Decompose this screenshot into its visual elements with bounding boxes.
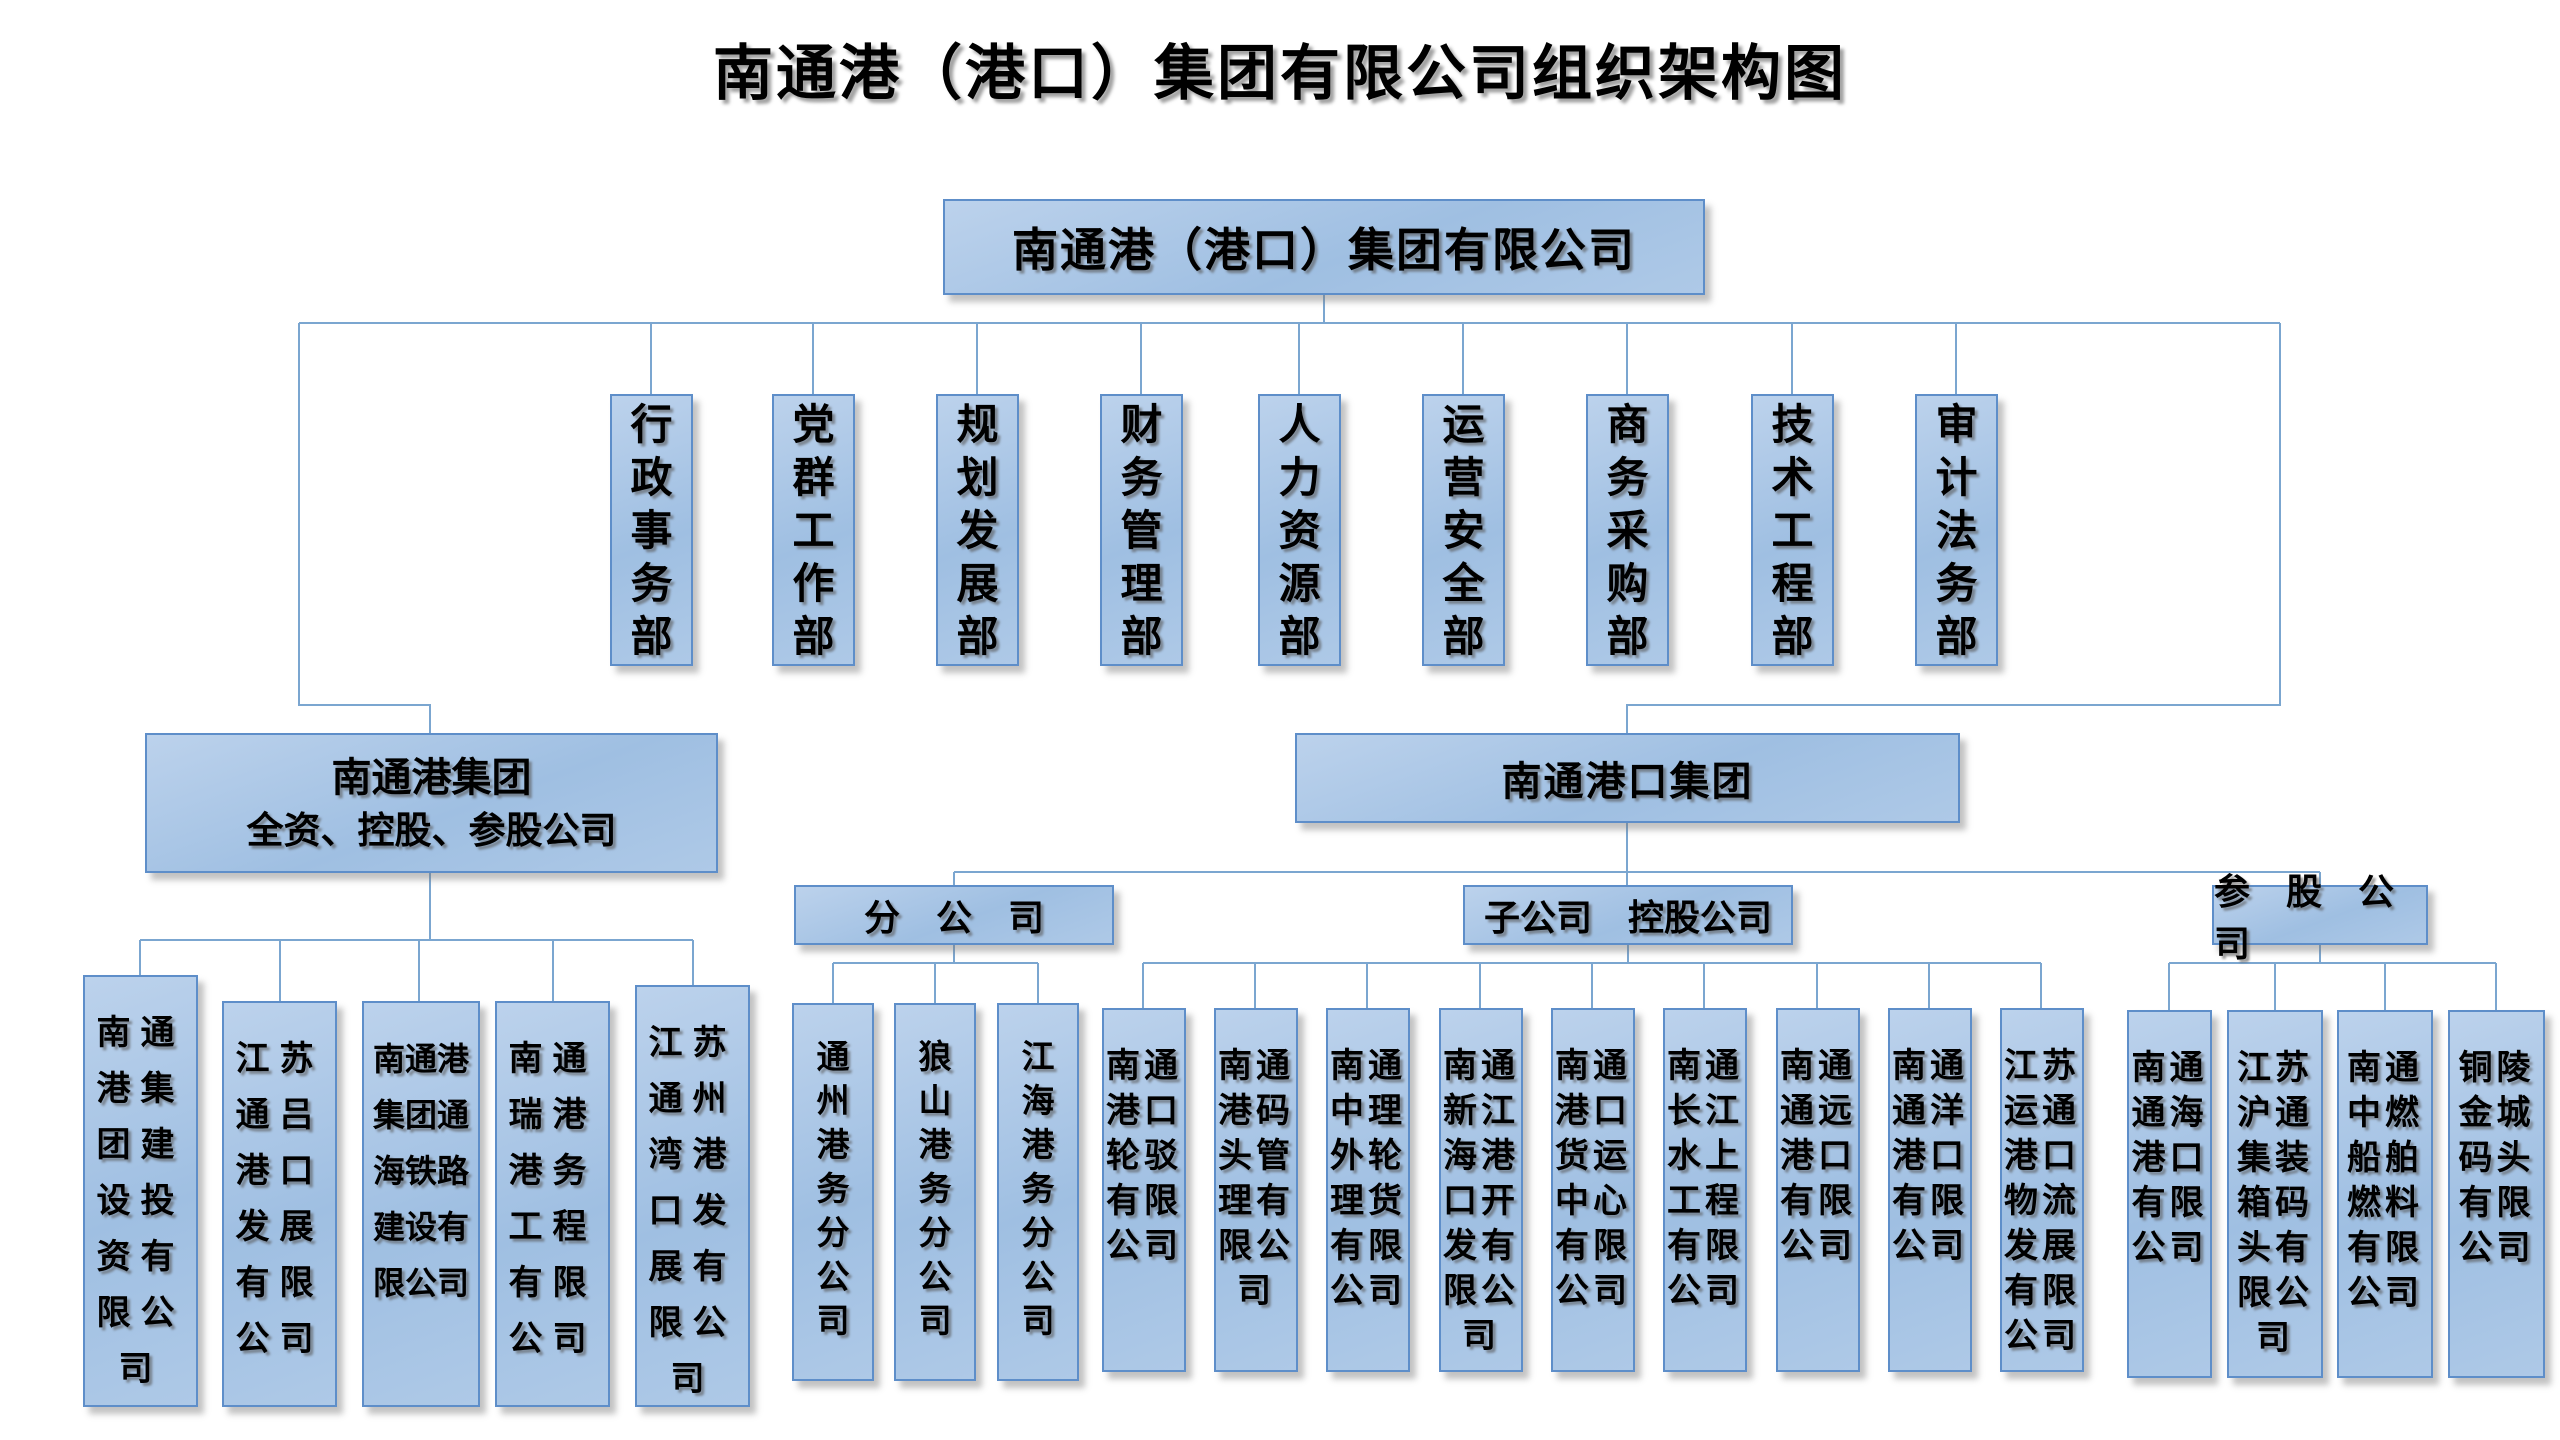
connector-invested-companies [2168, 945, 2497, 1010]
node-company: 南通 长江 水上 工程 有限 公司 [1663, 1008, 1747, 1372]
node-company: 江苏 沪通 集装 箱码 头有 限公 司 [2227, 1010, 2323, 1378]
node-right-group: 南通港口集团 [1295, 733, 1960, 823]
node-company: 南通 通海 港口 有限 公司 [2127, 1010, 2212, 1378]
node-category-subsidiaries: 子公司 控股公司 [1463, 885, 1793, 945]
node-department: 审 计 法 务 部 [1915, 394, 1998, 666]
node-company: 南通 港集 团建 设投 资有 限公 司 [83, 975, 198, 1407]
node-left-group: 南通港集团 全资、控股、参股公司 [145, 733, 718, 873]
connector-subsidiary-companies [1142, 945, 2042, 1008]
node-department: 行 政 事 务 部 [610, 394, 693, 666]
node-category-invested: 参 股 公 司 [2212, 872, 2431, 965]
node-company: 江苏 运通 港口 物流 发展 有限 公司 [2000, 1008, 2084, 1372]
connector-left-group [139, 873, 694, 1001]
node-department: 人 力 资 源 部 [1258, 394, 1341, 666]
node-company: 江 海 港 务 分 公 司 [997, 1003, 1079, 1381]
node-company: 南通 通远 港口 有限 公司 [1776, 1008, 1860, 1372]
node-company: 南通 新江 海港 口开 发有 限公 司 [1439, 1008, 1523, 1372]
node-company: 南通 港口 轮驳 有限 公司 [1102, 1008, 1186, 1372]
node-department: 财 务 管 理 部 [1100, 394, 1183, 666]
node-company: 南通 通洋 港口 有限 公司 [1888, 1008, 1972, 1372]
node-company: 通 州 港 务 分 公 司 [792, 1003, 874, 1381]
left-group-subtitle: 全资、控股、参股公司 [246, 809, 617, 852]
node-company: 南通 港码 头管 理有 限公 司 [1214, 1008, 1298, 1372]
connector-departments [298, 295, 2281, 733]
node-company: 铜陵 金城 码头 有限 公司 [2448, 1010, 2545, 1378]
node-company: 南通港 集团通 海铁路 建设有 限公司 [362, 1001, 480, 1407]
node-company: 狼 山 港 务 分 公 司 [894, 1003, 976, 1381]
node-department: 运 营 安 全 部 [1422, 394, 1505, 666]
page-title: 南通港（港口）集团有限公司组织架构图 [713, 39, 1847, 109]
node-department: 商 务 采 购 部 [1586, 394, 1669, 666]
node-company: 南通 中燃 船舶 燃料 有限 公司 [2337, 1010, 2433, 1378]
node-company: 江苏 通吕 港口 发展 有限 公司 [222, 1001, 337, 1407]
node-company: 南通 港口 货运 中心 有限 公司 [1551, 1008, 1635, 1372]
node-company: 南通 中理 外轮 理货 有限 公司 [1326, 1008, 1410, 1372]
node-department: 规 划 发 展 部 [936, 394, 1019, 666]
node-company: 江苏 通州 湾港 口发 展有 限公 司 [635, 985, 750, 1407]
connector-right-group [953, 823, 2321, 885]
node-company: 南通 瑞港 港务 工程 有限 公司 [495, 1001, 610, 1407]
node-category-branches: 分 公 司 [794, 885, 1114, 945]
node-department: 技 术 工 程 部 [1751, 394, 1834, 666]
connector-branch-companies [832, 945, 1039, 1003]
left-group-title: 南通港集团 [331, 755, 532, 801]
node-department: 党 群 工 作 部 [772, 394, 855, 666]
node-root-company: 南通港（港口）集团有限公司 [943, 199, 1705, 295]
